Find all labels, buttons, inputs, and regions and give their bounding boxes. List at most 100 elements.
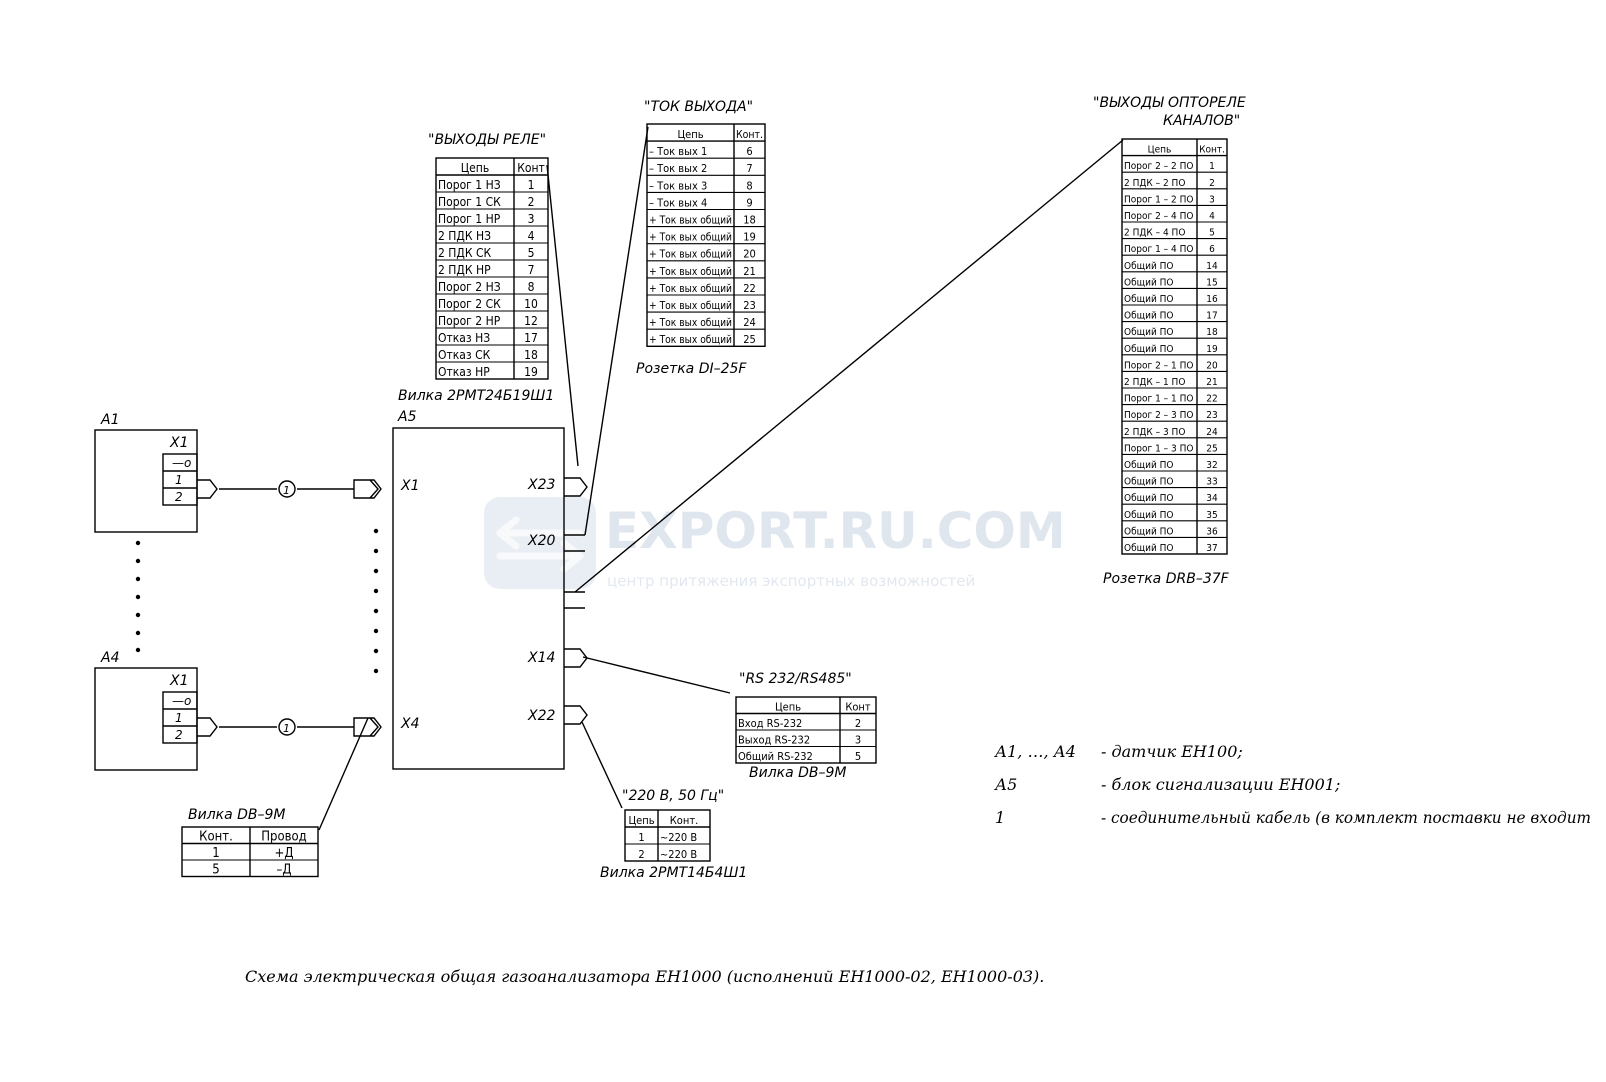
sensor-plug-cell-0-0: 1: [212, 846, 219, 861]
rs-interface-title: "RS 232/RS485": [739, 671, 852, 687]
relay-outputs-cell-6-1: 8: [528, 280, 535, 294]
current-outputs-cell-3-1: 9: [746, 196, 752, 209]
port-x1: X1: [400, 478, 420, 494]
current-outputs-cell-4-1: 18: [743, 214, 756, 227]
current-outputs-header-1: Конт.: [736, 128, 763, 141]
optorelay-outputs-cell-3-1: 4: [1209, 211, 1215, 222]
a1-plug-icon: [197, 479, 218, 499]
current-outputs-cell-6-1: 20: [743, 248, 756, 261]
optorelay-outputs-cell-17-0: Порог 1 – 3 ПО: [1124, 443, 1193, 454]
optorelay-outputs-cell-15-0: Порог 2 – 3 ПО: [1124, 410, 1193, 421]
legend: А1, …, А4 - датчик ЕН100; А5 - блок сигн…: [994, 742, 1591, 827]
power-cell-0-1: ~220 В: [660, 831, 697, 844]
legend-desc-2: - соединительный кабель (в комплект пост…: [1101, 808, 1591, 827]
power-cell-0-0: 1: [638, 831, 644, 844]
optorelay-outputs-cell-5-1: 6: [1209, 244, 1215, 255]
relay-outputs-cell-1-0: Порог 1 СК: [438, 195, 501, 209]
sensor-a1-pin-0: —o: [172, 456, 191, 470]
legend-key-0: А1, …, А4: [994, 742, 1076, 761]
optorelay-outputs-cell-10-1: 18: [1206, 327, 1218, 338]
relay-outputs-cell-7-1: 10: [524, 297, 538, 311]
sensor-a4: A4 X1 —o 1 2: [94, 650, 198, 771]
optorelay-outputs-cell-6-1: 14: [1206, 261, 1218, 272]
optorelay-outputs-cell-11-1: 19: [1206, 344, 1218, 355]
current-outputs-cell-7-1: 21: [743, 265, 756, 278]
unit-a5-plug-label: Вилка 2РМТ24Б19Ш1: [398, 388, 554, 404]
current-outputs-cell-11-0: + Ток вых общий: [649, 333, 732, 346]
current-outputs-cell-7-0: + Ток вых общий: [649, 265, 732, 278]
sensor-a1-connector: X1: [169, 435, 189, 451]
optorelay-outputs-header-0: Цепь: [1148, 145, 1172, 156]
optorelay-outputs-cell-14-0: Порог 1 – 1 ПО: [1124, 394, 1193, 405]
rs-interface-header-0: Цепь: [775, 701, 801, 714]
current-outputs-cell-11-1: 25: [743, 333, 756, 346]
relay-outputs-cell-0-1: 1: [528, 178, 535, 192]
rs-interface-header-1: Конт: [845, 701, 871, 714]
current-outputs-cell-6-0: + Ток вых общий: [649, 248, 732, 261]
optorelay-outputs-cell-11-0: Общий ПО: [1124, 343, 1174, 355]
optorelay-outputs-cell-1-0: 2 ПДК – 2 ПО: [1124, 178, 1185, 189]
relay-outputs-title: "ВЫХОДЫ РЕЛЕ": [428, 132, 546, 148]
port-x22: X22: [527, 708, 555, 724]
power-header-1: Конт.: [670, 814, 698, 827]
optorelay-outputs-cell-4-0: 2 ПДК – 4 ПО: [1124, 228, 1185, 239]
rs-interface-cell-1-1: 3: [855, 734, 861, 747]
rs-interface-cell-1-0: Выход RS-232: [738, 734, 810, 747]
relay-outputs-cell-5-0: 2 ПДК НР: [438, 263, 491, 277]
power-title: "220 В, 50 Гц": [622, 788, 724, 804]
optorelay-outputs-cell-14-1: 22: [1206, 394, 1217, 405]
optorelay-outputs-cell-21-1: 35: [1206, 510, 1217, 521]
current-outputs-cell-2-1: 8: [746, 179, 752, 192]
leader-x14-rs: [582, 656, 731, 694]
power-cell-1-1: ~220 В: [660, 848, 697, 861]
a5-x4-connector-icon: [353, 717, 382, 737]
optorelay-outputs-cell-0-1: 1: [1209, 161, 1215, 172]
leader-opto: [574, 139, 1124, 593]
a5-x1-connector-icon: [353, 479, 382, 499]
relay-outputs-cell-7-0: Порог 2 СК: [438, 297, 501, 311]
a4-plug-icon: [197, 717, 218, 737]
current-outputs-cell-9-1: 23: [743, 299, 756, 312]
sensor-a4-id: A4: [100, 650, 119, 666]
relay-outputs-header-1: Конт: [517, 161, 545, 175]
current-outputs-cell-0-0: – Ток вых 1: [649, 145, 707, 158]
current-outputs-cell-2-0: – Ток вых 3: [649, 179, 707, 192]
legend-key-1: А5: [994, 775, 1017, 794]
port-x23: X23: [527, 477, 555, 493]
optorelay-outputs-cell-19-1: 33: [1206, 477, 1217, 488]
current-outputs-cell-1-0: – Ток вых 2: [649, 162, 707, 175]
optorelay-outputs-cell-15-1: 23: [1206, 410, 1217, 421]
cable-marker-a4: [278, 718, 296, 736]
optorelay-outputs-cell-2-1: 3: [1209, 194, 1215, 205]
optorelay-outputs-cell-9-1: 17: [1206, 311, 1217, 322]
sensor-a1-pin-1: 1: [175, 473, 183, 487]
relay-outputs-cell-8-0: Порог 2 НР: [438, 314, 501, 328]
optorelay-outputs-cell-8-1: 16: [1206, 294, 1218, 305]
optorelay-outputs-cell-18-1: 32: [1206, 460, 1217, 471]
x23-connector-icon: [564, 477, 588, 497]
optorelay-outputs-cell-2-0: Порог 1 – 2 ПО: [1124, 194, 1193, 205]
current-outputs-header-0: Цепь: [677, 128, 703, 141]
legend-desc-0: - датчик ЕН100;: [1101, 742, 1243, 761]
rs-interface-cell-2-0: Общий RS-232: [738, 750, 813, 763]
sensor-plug-cell-0-1: +Д: [275, 846, 294, 861]
current-outputs-cell-0-1: 6: [746, 145, 752, 158]
legend-key-2: 1: [995, 808, 1005, 827]
leader-x4-plug: [318, 717, 369, 831]
relay-outputs-cell-1-1: 2: [528, 195, 535, 209]
optorelay-outputs-cell-3-0: Порог 2 – 4 ПО: [1124, 211, 1193, 222]
relay-outputs-cell-4-1: 5: [528, 246, 535, 260]
watermark-text: EXPORT.RU.COM: [605, 502, 1066, 560]
sensor-a4-pin-0: —o: [172, 694, 191, 708]
port-ellipsis: [373, 528, 379, 674]
optorelay-outputs-cell-16-1: 24: [1206, 427, 1218, 438]
optorelay-outputs-cell-6-0: Общий ПО: [1124, 260, 1174, 272]
current-outputs-cell-4-0: + Ток вых общий: [649, 214, 732, 227]
current-outputs-cell-8-1: 22: [743, 282, 756, 295]
relay-outputs-header-0: Цепь: [461, 161, 489, 175]
legend-desc-1: - блок сигнализации ЕН001;: [1101, 775, 1340, 794]
optorelay-outputs-cell-17-1: 25: [1206, 443, 1217, 454]
